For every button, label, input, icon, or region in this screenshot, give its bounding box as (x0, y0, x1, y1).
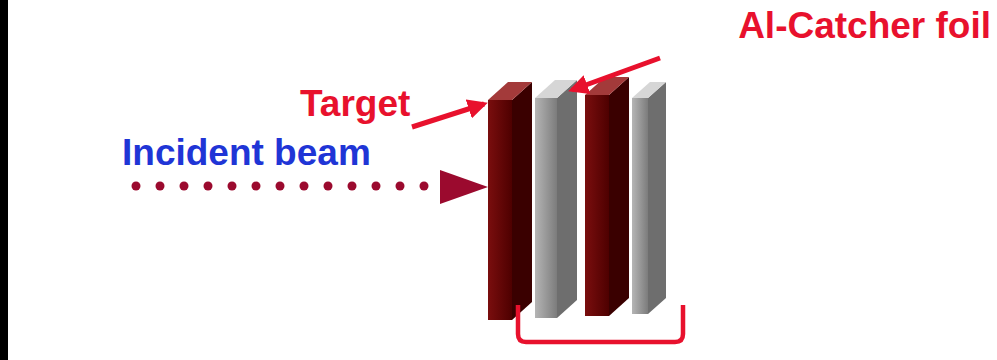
bracket (518, 305, 683, 342)
foil-stack (488, 77, 666, 320)
part-label: Target (300, 84, 410, 125)
beam-label: Incident beam (122, 133, 371, 174)
beam-dots (132, 182, 429, 191)
part-label: Al-Catcher foil (738, 6, 991, 47)
leader-arrow (412, 104, 484, 127)
beam-arrowhead (440, 170, 488, 204)
leader-arrow (572, 58, 660, 90)
frame-edge (0, 0, 8, 360)
